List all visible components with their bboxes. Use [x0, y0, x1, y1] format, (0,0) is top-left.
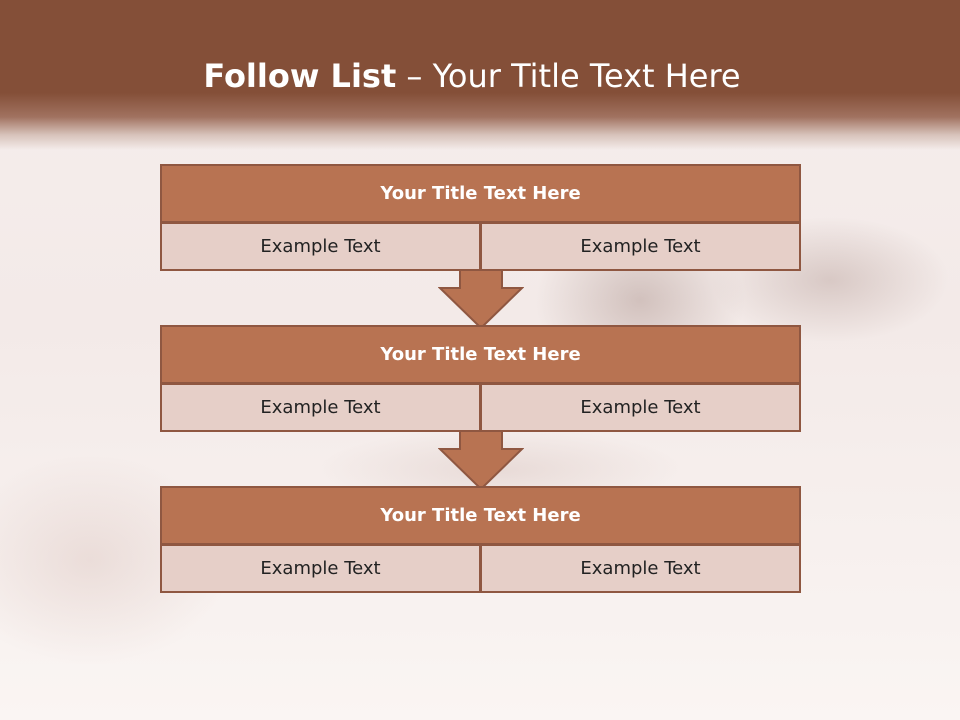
step-title: Your Title Text Here	[160, 325, 801, 384]
step-cell-left: Example Text	[160, 222, 481, 271]
slide-header: Follow List – Your Title Text Here	[0, 0, 960, 150]
step-cell-right: Example Text	[480, 383, 801, 432]
slide-title: Follow List – Your Title Text Here	[0, 56, 944, 96]
step-block: Your Title Text Here Example Text Exampl…	[160, 164, 801, 271]
step-title: Your Title Text Here	[160, 164, 801, 223]
step-cell-left: Example Text	[160, 383, 481, 432]
step-cell-right: Example Text	[480, 222, 801, 271]
step-block: Your Title Text Here Example Text Exampl…	[160, 325, 801, 432]
step-block: Your Title Text Here Example Text Exampl…	[160, 486, 801, 593]
step-title: Your Title Text Here	[160, 486, 801, 545]
down-arrow-icon	[438, 431, 524, 491]
slide-title-bold: Follow List	[203, 57, 397, 95]
step-cell-left: Example Text	[160, 544, 481, 593]
step-cell-right: Example Text	[480, 544, 801, 593]
slide-title-rest: – Your Title Text Here	[396, 57, 741, 95]
down-arrow-icon	[438, 270, 524, 330]
